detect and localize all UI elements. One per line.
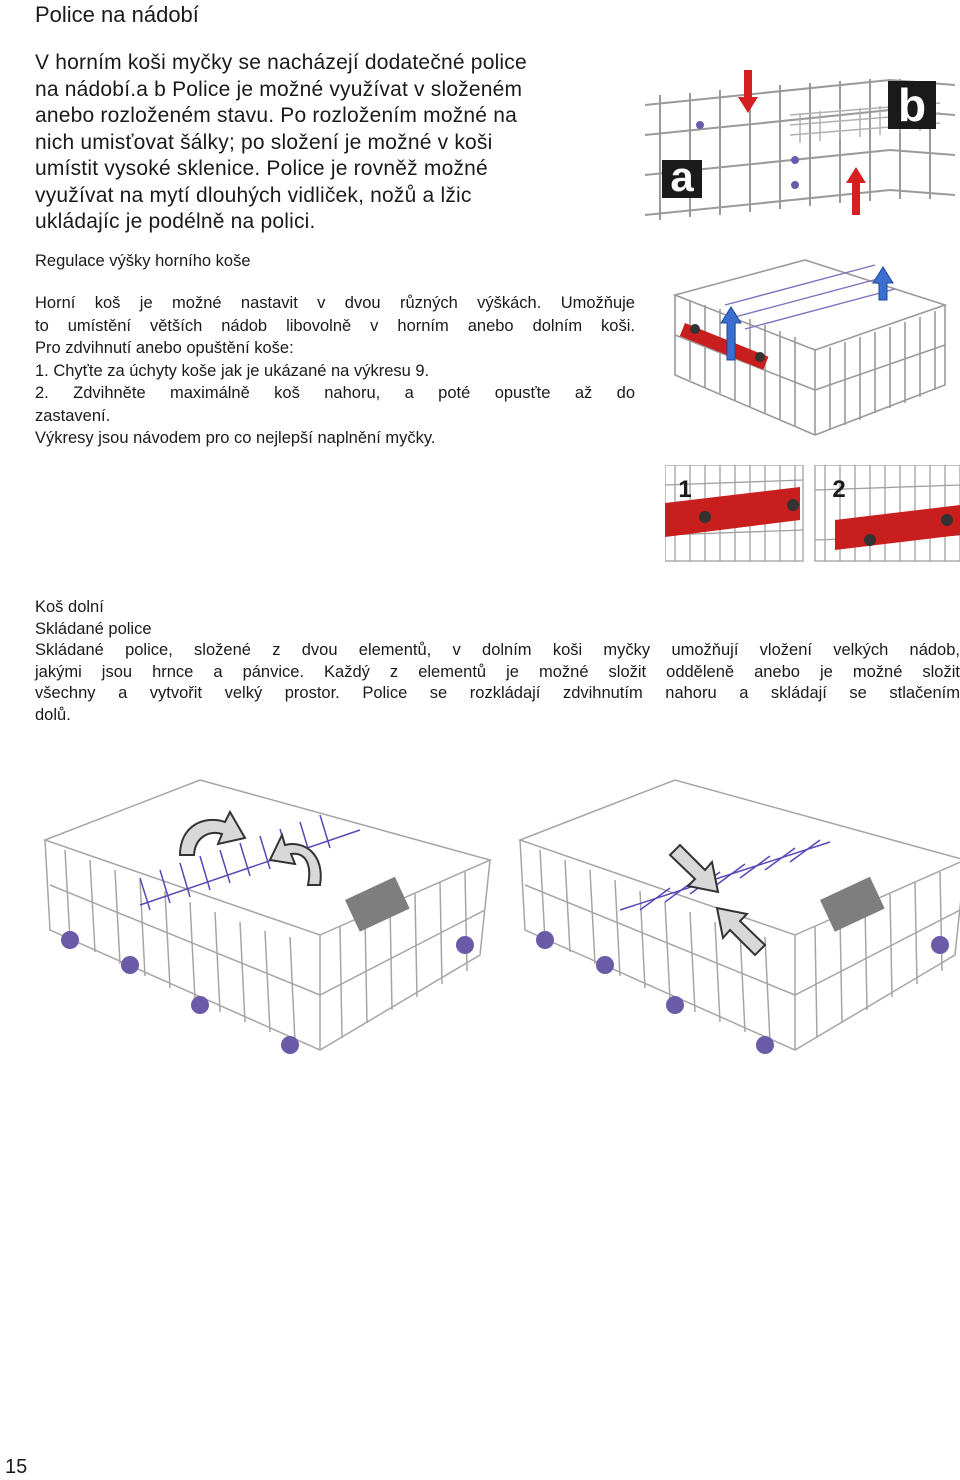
lower-line: jakými jsou hrnce a pánvice. Každý z ele… — [35, 662, 960, 681]
lower-line: všechny a vytvořit velký prostor. Police… — [35, 684, 960, 702]
intro-line: na nádobí.a b Police je možné využívat v… — [35, 77, 523, 101]
intro-paragraph: V horním koši myčky se nacházejí dodateč… — [35, 50, 635, 236]
press-arrow-icon — [715, 906, 767, 957]
up-arrow-icon — [720, 306, 742, 361]
height-section-title: Regulace výšky horního koše — [35, 252, 251, 270]
lower-line: dolů. — [35, 705, 71, 724]
lower-basket-section: Koš dolní Skládané police Skládané polic… — [35, 597, 960, 726]
shelf-label-a: a — [670, 153, 694, 200]
lower-section-title: Koš dolní — [35, 598, 104, 616]
intro-line: V horním koši myčky se nacházejí dodateč… — [35, 51, 527, 74]
step-label-2: 2 — [832, 476, 845, 503]
height-line: zastavení. — [35, 406, 111, 425]
height-line: Pro zdvihnutí anebo opuštění koše: — [35, 339, 294, 357]
height-line: 2. Zdvihněte maximálně koš nahoru, a pot… — [35, 384, 635, 402]
lower-line: Skládané police, složené z dvou elementů… — [35, 641, 960, 659]
press-arrow-icon — [668, 843, 720, 894]
intro-line: nich umisťovat šálky; po složení je možn… — [35, 130, 493, 154]
step-label-1: 1 — [678, 476, 691, 503]
upper-basket-figure — [672, 259, 948, 436]
height-line: Výkresy jsou návodem pro co nejlepší nap… — [35, 429, 436, 447]
down-arrow-icon — [738, 70, 758, 113]
rotate-arrow-icon — [268, 832, 322, 886]
height-paragraph: Horní koš je možné nastavit v dvou různý… — [35, 292, 635, 450]
rotate-arrow-icon — [178, 809, 247, 856]
handle-step-figure: 1 2 — [665, 465, 960, 562]
height-line: 1. Chyťte za úchyty koše jak je ukázané … — [35, 361, 430, 380]
intro-line: umístit vysoké sklenice. Police je rovně… — [35, 157, 488, 180]
lower-section-subtitle: Skládané police — [35, 619, 152, 638]
page-number: 15 — [5, 1456, 28, 1478]
intro-line: využívat na mytí dlouhých vidliček, nožů… — [35, 183, 472, 207]
intro-line: ukládajíc je podélně na polici. — [35, 210, 316, 233]
height-line: to umístění větších nádob libovolně v ho… — [35, 316, 635, 335]
up-arrow-icon — [872, 266, 894, 301]
height-line: Horní koš je možné nastavit v dvou různý… — [35, 294, 635, 312]
page-title: Police na nádobí — [35, 2, 199, 27]
shelf-label-b: b — [898, 79, 926, 131]
lower-basket-figure — [42, 779, 960, 1054]
up-arrow-icon — [846, 167, 866, 215]
cup-shelf-figure: b a — [644, 70, 956, 220]
intro-line: anebo rozloženém stavu. Po rozložením mo… — [35, 104, 517, 127]
